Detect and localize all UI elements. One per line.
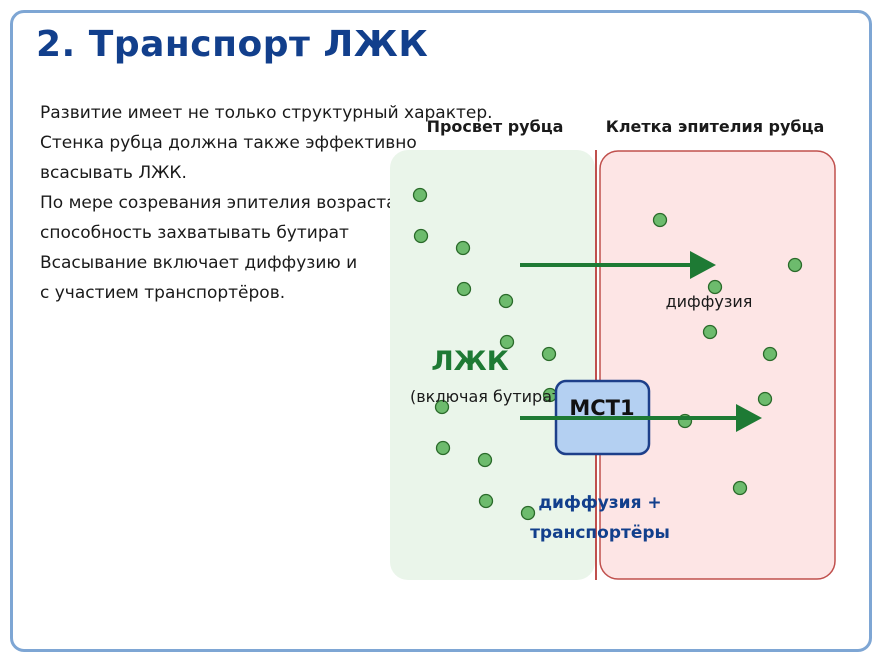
diffusion-label: диффузия (666, 292, 753, 311)
cell-label: Клетка эпителия рубца (606, 117, 825, 136)
body-line: По мере созревания эпителия возрастает (40, 193, 417, 213)
vfa-molecule (732, 480, 748, 496)
vfa-molecule (498, 293, 514, 309)
vfa-molecule (456, 281, 472, 297)
vfa-molecule (478, 493, 494, 509)
body-line: способность захватывать бутират (40, 223, 349, 243)
lumen-label: Просвет рубца (427, 117, 564, 136)
body-line: с участием транспортёров. (40, 283, 286, 303)
mct1-label: MCT1 (569, 396, 634, 420)
vfa-molecule (520, 505, 536, 521)
vfa-molecule (762, 346, 778, 362)
vfa-molecule (413, 228, 429, 244)
vfa-molecule (652, 212, 668, 228)
vfa-label: ЛЖК (431, 346, 509, 377)
vfa-molecule (434, 399, 450, 415)
body-text: Развитие имеет не только структурный хар… (40, 98, 560, 308)
vfa-molecule (477, 452, 493, 468)
vfa-molecule (455, 240, 471, 256)
body-line: Всасывание включает диффузию и (40, 253, 358, 273)
vfa-molecules (412, 187, 803, 521)
body-line: Стенка рубца должна также эффективно (40, 133, 417, 153)
vfa-molecule (707, 279, 723, 295)
transport-arrowhead (736, 404, 762, 432)
vfa-molecule (702, 324, 718, 340)
transport-label-line1: диффузия + (538, 493, 661, 513)
body-line: Развитие имеет не только структурный хар… (40, 103, 493, 123)
vfa-molecule (435, 440, 451, 456)
vfa-molecule (499, 334, 515, 350)
diffusion-arrowhead (690, 251, 716, 279)
vfa-molecule (757, 391, 773, 407)
vfa-molecule (787, 257, 803, 273)
body-line: всасывать ЛЖК. (40, 163, 187, 183)
lumen-region (390, 150, 595, 580)
vfa-molecule (412, 187, 428, 203)
vfa-sublabel: (включая бутират) (410, 387, 568, 406)
slide-title: 2. Транспорт ЛЖК (36, 24, 429, 65)
epithelial-cell-region (599, 150, 836, 580)
transport-label-line2: транспортёры (530, 523, 670, 543)
vfa-molecule (541, 346, 557, 362)
